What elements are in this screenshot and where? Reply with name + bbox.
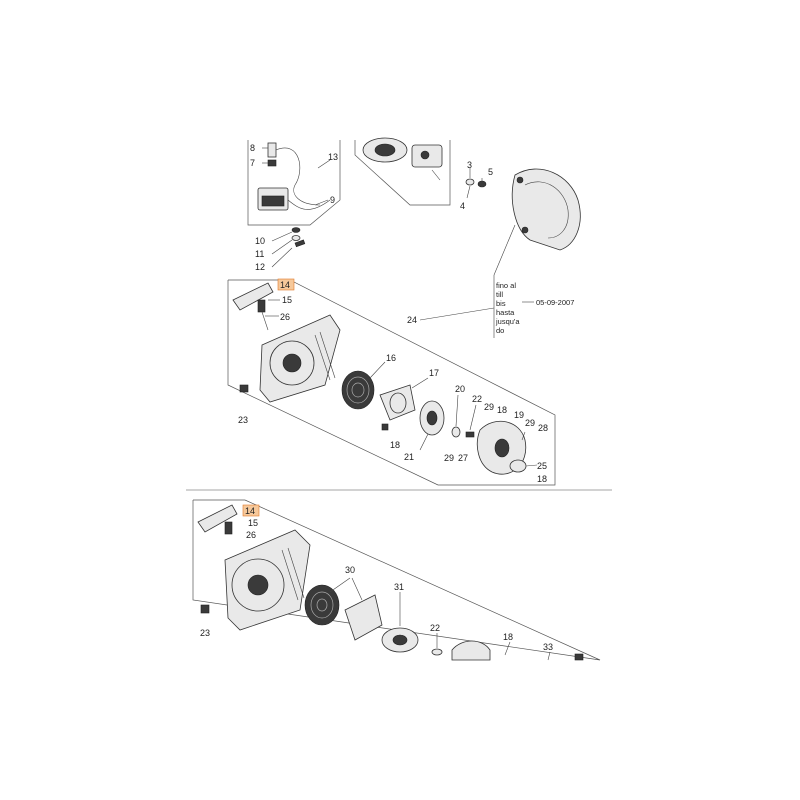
callout-4: 4 — [460, 201, 465, 211]
note-line-4: hasta — [496, 308, 515, 317]
callout-10: 10 — [255, 236, 265, 246]
screw-group-top — [271, 227, 306, 268]
callout-18-c: 18 — [537, 474, 547, 484]
callout-28: 28 — [538, 423, 548, 433]
note-line-2: till — [496, 290, 503, 299]
callout-14-highlight — [277, 278, 295, 291]
note-line-1: fino al — [496, 281, 516, 290]
note-line-6: do — [496, 326, 504, 335]
callout-15: 15 — [282, 295, 292, 305]
callout-12: 12 — [255, 262, 265, 272]
starter-housing-part — [259, 314, 341, 403]
callout-22-a: 22 — [472, 394, 482, 404]
screw-18-part — [381, 423, 389, 431]
plug-cap-part — [267, 142, 277, 158]
callout-15-lower: 15 — [248, 518, 258, 528]
starter-housing-lower-part — [224, 529, 311, 631]
note-line-3: bis — [496, 299, 506, 308]
callout-27: 27 — [458, 453, 468, 463]
callout-31: 31 — [394, 582, 404, 592]
callout-29-b: 29 — [525, 418, 535, 428]
spring-part — [267, 159, 277, 167]
screw-33-lower-part — [574, 653, 584, 661]
callout-19: 19 — [514, 410, 524, 420]
rope-pulley-part — [419, 400, 445, 451]
callout-29-c: 29 — [444, 453, 454, 463]
callout-23-lower: 23 — [200, 628, 210, 638]
starter-handle-lower-part — [197, 504, 238, 535]
fan-shroud-part — [511, 168, 581, 251]
screw-23-part — [239, 384, 249, 393]
callout-24: 24 — [407, 315, 417, 325]
callout-11: 11 — [255, 249, 264, 259]
note-date: 05-09-2007 — [536, 298, 574, 307]
callout-14-highlight-lower — [242, 504, 260, 517]
callout-18-b: 18 — [497, 405, 507, 415]
callout-29-a: 29 — [484, 402, 494, 412]
callout-26-lower: 26 — [246, 530, 256, 540]
callout-7: 7 — [250, 158, 255, 168]
callout-22-lower: 22 — [430, 623, 440, 633]
callout-18-lower: 18 — [503, 632, 513, 642]
callout-26: 26 — [280, 312, 290, 322]
callout-16: 16 — [386, 353, 396, 363]
note-line-5: jusqu'a — [495, 317, 520, 326]
spring-cover-part — [379, 377, 429, 421]
screw-22-part — [465, 431, 475, 438]
callout-18-a: 18 — [390, 440, 400, 450]
flywheel-fragment — [354, 137, 451, 206]
callout-20: 20 — [455, 384, 465, 394]
callout-14-lower: 14 — [245, 506, 255, 516]
callout-17: 17 — [429, 368, 439, 378]
callout-21: 21 — [404, 452, 414, 462]
ignition-group — [247, 140, 341, 226]
callout-25: 25 — [537, 461, 547, 471]
callout-5: 5 — [488, 167, 493, 177]
rope-pulley-lower-part — [381, 592, 419, 653]
ignition-core-part — [261, 195, 285, 207]
callout-33: 33 — [543, 642, 553, 652]
washer-20-part — [451, 426, 461, 438]
callout-3: 3 — [467, 160, 472, 170]
callout-30: 30 — [345, 565, 355, 575]
callout-8: 8 — [250, 143, 255, 153]
callout-14: 14 — [280, 280, 290, 290]
screw-23-lower-part — [200, 604, 210, 614]
callout-9: 9 — [330, 195, 335, 205]
starter-handle-part — [232, 282, 274, 331]
callout-13: 13 — [328, 152, 338, 162]
pawl-plate-lower-part — [451, 640, 491, 661]
recoil-spring-part — [341, 361, 386, 410]
starter-frame-lower — [192, 499, 601, 661]
washer-22-lower-part — [431, 648, 443, 656]
callout-23: 23 — [238, 415, 248, 425]
nut-group — [465, 168, 487, 199]
recoil-spring-lower-part — [304, 577, 383, 641]
starter-pawl-plate-part — [476, 421, 527, 475]
